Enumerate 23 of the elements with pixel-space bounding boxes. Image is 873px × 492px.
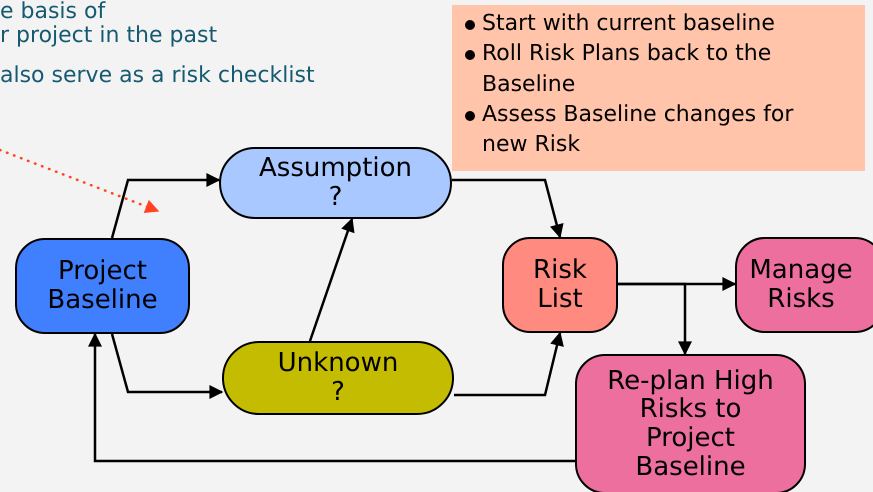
note-text: e basis of — [0, 0, 106, 24]
process-box: Project Baseline — [15, 238, 190, 334]
note-box — [452, 5, 865, 171]
arrow — [88, 332, 575, 462]
arrow — [454, 332, 564, 396]
arrow — [618, 282, 692, 356]
process-box: Manage Risks — [735, 237, 873, 333]
arrow — [308, 218, 355, 342]
node-label: ? — [331, 378, 345, 407]
node-label: Assumption — [259, 154, 412, 183]
arrow — [110, 334, 224, 399]
process-box: Risk List — [502, 237, 618, 333]
process-box — [219, 147, 452, 219]
arrow — [110, 173, 220, 238]
bullet-item: Roll Risk Plans back to the Baseline — [482, 39, 825, 100]
note-text: r project in the past — [0, 24, 218, 48]
process-box: Re-plan High Risks to Project Baseline — [575, 354, 806, 492]
arrow — [452, 178, 564, 238]
bullet-item: Start with current baseline — [482, 9, 825, 40]
node-label: Unknown — [278, 349, 398, 378]
bullet-item: Assess Baseline changes for new Risk — [482, 100, 825, 161]
node-label: ? — [328, 183, 342, 212]
note-text: also serve as a risk checklist — [0, 64, 315, 88]
